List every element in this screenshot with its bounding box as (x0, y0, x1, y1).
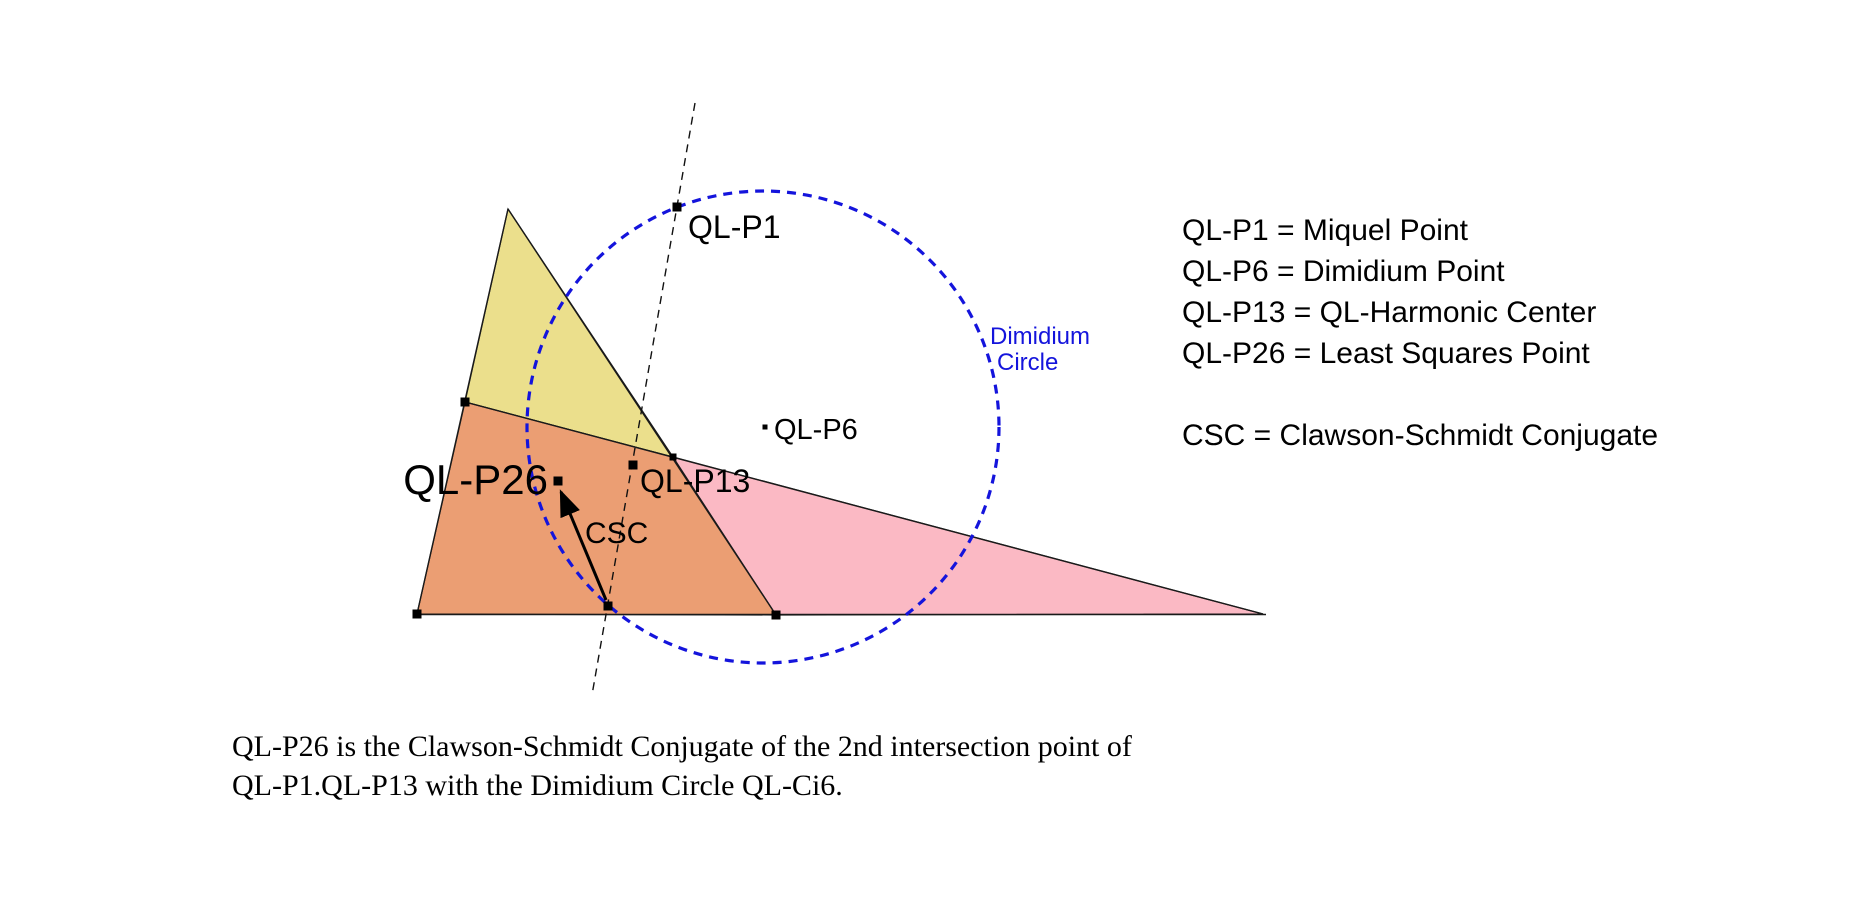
point-marker-p26 (553, 476, 563, 486)
legend-line-p1: QL-P1 = Miquel Point (1182, 214, 1468, 247)
caption-line-2: QL-P1.QL-P13 with the Dimidium Circle QL… (232, 769, 843, 802)
legend-line-p13: QL-P13 = QL-Harmonic Center (1182, 296, 1597, 329)
point-marker-p1 (672, 202, 682, 212)
legend-line-p6: QL-P6 = Dimidium Point (1182, 255, 1505, 288)
point-marker-second-intersection (603, 601, 613, 611)
vertex-marker-bottom-left (412, 609, 422, 619)
label-dimidium-circle-line1: Dimidium (990, 323, 1090, 350)
quadrilateral-line-left (416, 208, 509, 615)
label-dimidium-circle-line2: Circle (997, 349, 1058, 376)
label-csc-arrow: CSC (585, 517, 648, 550)
label-p13: QL-P13 (640, 463, 750, 499)
legend: QL-P1 = Miquel Point QL-P6 = Dimidium Po… (1182, 210, 1658, 456)
dimidium-circle (525, 189, 1001, 665)
vertex-marker-triple-crossing (669, 453, 677, 461)
csc-arrow (559, 489, 608, 601)
quadrilateral-line-diagonal-shallow (464, 401, 1264, 615)
vertex-marker-base (771, 610, 781, 620)
label-p1: QL-P1 (688, 209, 780, 245)
quadrilateral-line-diagonal-steep (507, 208, 777, 616)
point-marker-p6 (762, 424, 768, 430)
line-p1-p13 (591, 102, 696, 696)
legend-line-csc: CSC = Clawson-Schmidt Conjugate (1182, 419, 1659, 452)
caption-line-1: QL-P26 is the Clawson-Schmidt Conjugate … (232, 730, 1132, 763)
point-marker-p13 (628, 460, 638, 470)
label-p26: QL-P26 (403, 456, 548, 503)
vertex-marker-left (460, 397, 470, 407)
caption: QL-P26 is the Clawson-Schmidt Conjugate … (232, 727, 1132, 805)
label-p6: QL-P6 (774, 414, 858, 446)
legend-line-p26: QL-P26 = Least Squares Point (1182, 337, 1590, 370)
